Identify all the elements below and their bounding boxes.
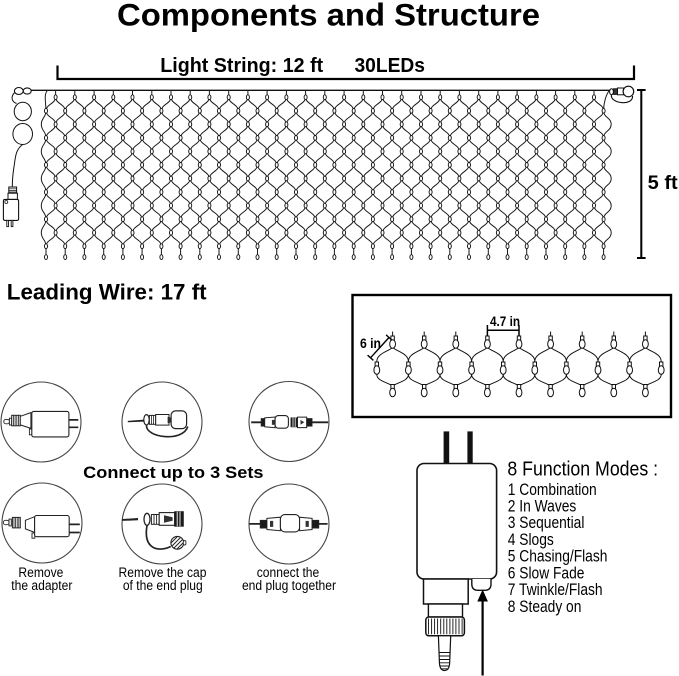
svg-text:end plug together: end plug together: [242, 578, 337, 593]
svg-text:Light String: 12 ft: Light String: 12 ft: [160, 55, 323, 77]
svg-text:Remove the cap: Remove the cap: [119, 565, 207, 580]
svg-text:of the end plug: of the end plug: [123, 578, 203, 593]
svg-text:3 Sequential: 3 Sequential: [508, 513, 585, 532]
svg-text:6 in: 6 in: [360, 336, 381, 351]
svg-text:6 Slow Fade: 6 Slow Fade: [508, 563, 585, 582]
svg-text:Components and Structure: Components and Structure: [117, 0, 540, 33]
svg-text:1 Combination: 1 Combination: [508, 480, 597, 499]
svg-text:Remove: Remove: [18, 565, 63, 580]
svg-text:8 Function Modes :: 8 Function Modes :: [507, 459, 658, 481]
svg-text:4.7 in: 4.7 in: [490, 314, 520, 329]
svg-text:2 In Waves: 2 In Waves: [508, 497, 577, 516]
svg-text:4 Slogs: 4 Slogs: [508, 530, 554, 549]
svg-text:Leading Wire: 17 ft: Leading Wire: 17 ft: [7, 279, 207, 304]
svg-text:Connect up to 3 Sets: Connect up to 3 Sets: [83, 464, 263, 482]
svg-text:the adapter: the adapter: [11, 578, 73, 593]
svg-text:5 ft: 5 ft: [648, 173, 679, 194]
svg-text:5 Chasing/Flash: 5 Chasing/Flash: [508, 547, 608, 566]
svg-text:7 Twinkle/Flash: 7 Twinkle/Flash: [508, 580, 603, 599]
svg-text:30LEDs: 30LEDs: [355, 55, 426, 77]
svg-text:connect the: connect the: [257, 565, 320, 580]
svg-text:8 Steady on: 8 Steady on: [508, 597, 582, 616]
